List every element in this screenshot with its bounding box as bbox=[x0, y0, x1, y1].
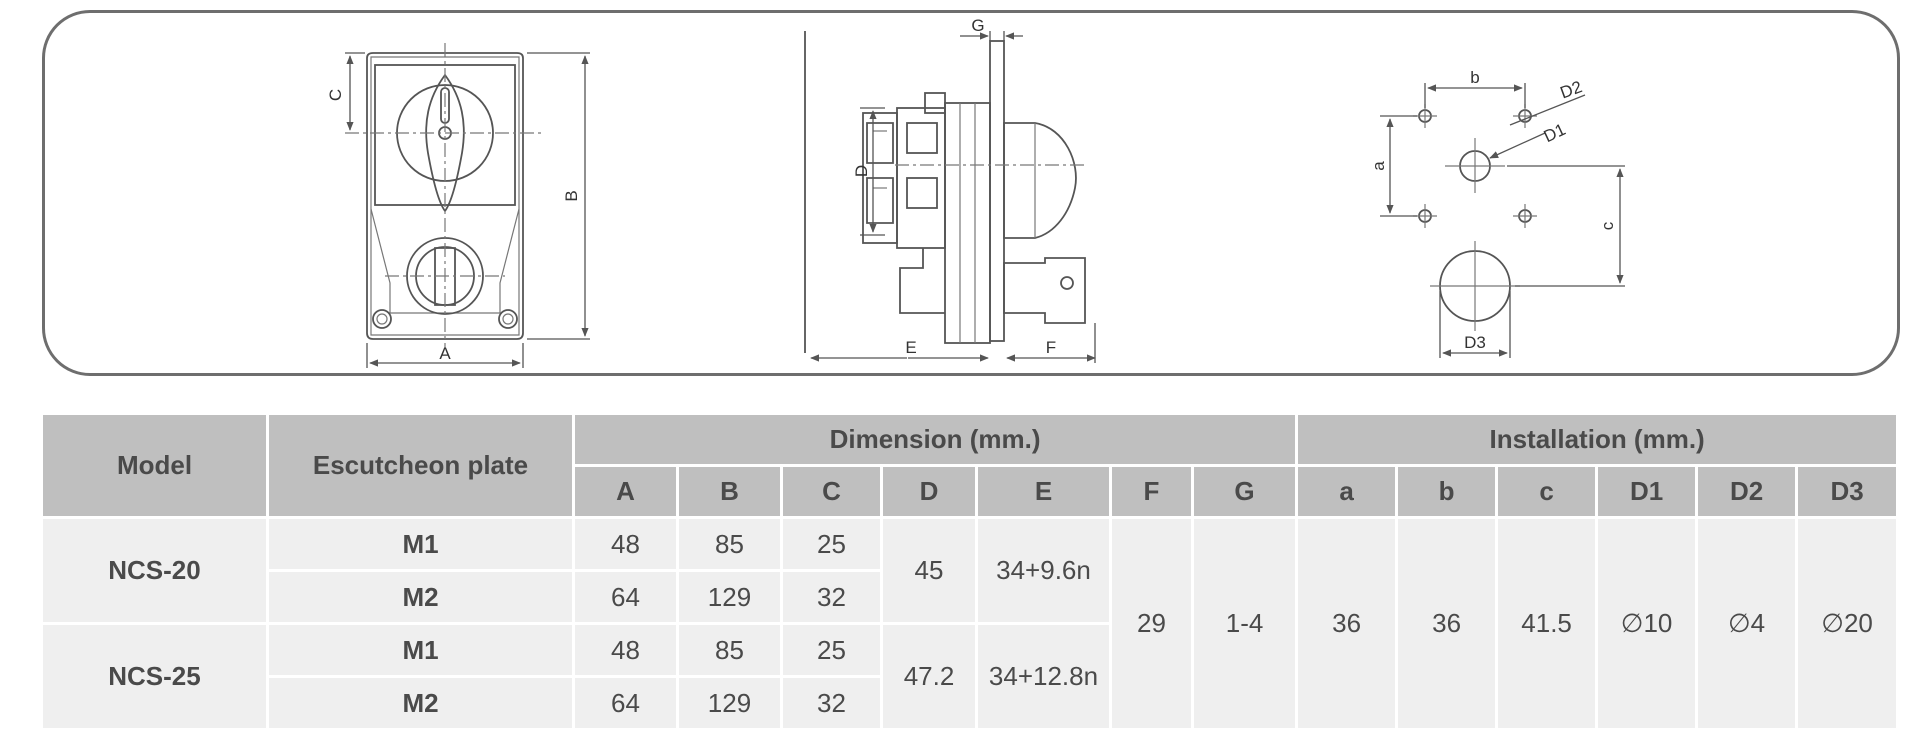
cell-D2: ∅4 bbox=[1695, 516, 1799, 731]
cell-E: 34+12.8n bbox=[975, 622, 1112, 731]
specification-table: Model Escutcheon plate Dimension (mm.) I… bbox=[40, 412, 1900, 731]
plate-cell: M1 bbox=[266, 622, 575, 678]
table-row: M2 64 129 32 bbox=[42, 675, 1898, 731]
cell-G: 1-4 bbox=[1190, 516, 1299, 731]
cell-c: 41.5 bbox=[1495, 516, 1599, 731]
dim-label-D3: D3 bbox=[1464, 333, 1486, 352]
dim-label-c: c bbox=[1598, 221, 1617, 230]
cell-b: 36 bbox=[1395, 516, 1499, 731]
cell-D1: ∅10 bbox=[1595, 516, 1699, 731]
model-cell: NCS-25 bbox=[40, 622, 269, 731]
dim-label-b: b bbox=[1470, 68, 1479, 87]
col-header-F: F bbox=[1109, 464, 1194, 519]
plate-cell: M1 bbox=[266, 516, 575, 572]
col-header-D2: D2 bbox=[1695, 464, 1799, 519]
col-header-b: b bbox=[1395, 464, 1499, 519]
table-row: NCS-25 M1 48 85 25 47.2 34+12.8n bbox=[40, 622, 1898, 731]
side-view: D E F G bbox=[804, 16, 1096, 363]
dim-label-D1: D1 bbox=[1541, 120, 1569, 146]
cell-D: 47.2 bbox=[880, 622, 978, 731]
technical-drawings: A B C bbox=[326, 16, 1625, 368]
cell-C: 32 bbox=[780, 675, 883, 731]
cell-A: 48 bbox=[572, 622, 679, 678]
cell-A: 64 bbox=[572, 675, 679, 731]
cell-C: 25 bbox=[780, 622, 883, 678]
drawings-panel: A B C bbox=[42, 10, 1900, 376]
front-view: A B C bbox=[326, 43, 590, 368]
cell-A: 64 bbox=[572, 569, 679, 625]
col-header-A: A bbox=[572, 464, 679, 519]
dim-label-E: E bbox=[905, 338, 916, 357]
dim-label-C: C bbox=[326, 89, 345, 101]
cell-A: 48 bbox=[572, 516, 679, 572]
col-header-D1: D1 bbox=[1595, 464, 1699, 519]
cell-D: 45 bbox=[880, 516, 978, 625]
cell-C: 32 bbox=[780, 569, 883, 625]
plate-cell: M2 bbox=[266, 569, 575, 625]
table-row: NCS-20 M1 48 85 25 45 34+9.6n 29 1-4 36 … bbox=[40, 516, 1900, 731]
cell-B: 129 bbox=[676, 569, 783, 625]
table-row: M2 64 129 32 bbox=[42, 569, 1898, 625]
col-header-D3: D3 bbox=[1795, 464, 1900, 519]
dim-label-F: F bbox=[1046, 338, 1056, 357]
cell-F: 29 bbox=[1109, 516, 1194, 731]
plate-cell: M2 bbox=[266, 675, 575, 731]
header-escutcheon-plate: Escutcheon plate bbox=[266, 412, 575, 519]
cell-B: 85 bbox=[676, 516, 783, 572]
col-header-E: E bbox=[975, 464, 1112, 519]
dim-label-G: G bbox=[971, 16, 984, 35]
cell-E: 34+9.6n bbox=[975, 516, 1112, 625]
cell-B: 129 bbox=[676, 675, 783, 731]
dim-label-D: D bbox=[852, 165, 871, 177]
model-cell: NCS-20 bbox=[40, 516, 269, 625]
col-header-B: B bbox=[676, 464, 783, 519]
header-dimension: Dimension (mm.) bbox=[571, 412, 1299, 467]
dim-label-D2: D2 bbox=[1558, 77, 1585, 102]
col-header-c: c bbox=[1495, 464, 1599, 519]
header-model: Model bbox=[40, 412, 269, 519]
col-header-D: D bbox=[880, 464, 978, 519]
cell-D3: ∅20 bbox=[1795, 516, 1900, 731]
col-header-G: G bbox=[1190, 464, 1299, 519]
dim-label-B: B bbox=[562, 190, 581, 201]
header-installation: Installation (mm.) bbox=[1295, 412, 1900, 467]
dim-label-a: a bbox=[1369, 161, 1388, 171]
col-header-C: C bbox=[780, 464, 883, 519]
cell-B: 85 bbox=[676, 622, 783, 678]
installation-view: b a c D1 D2 D3 bbox=[1369, 68, 1625, 358]
cell-C: 25 bbox=[780, 516, 883, 572]
col-header-a: a bbox=[1295, 464, 1399, 519]
cell-a: 36 bbox=[1295, 516, 1399, 731]
dim-label-A: A bbox=[439, 344, 451, 363]
